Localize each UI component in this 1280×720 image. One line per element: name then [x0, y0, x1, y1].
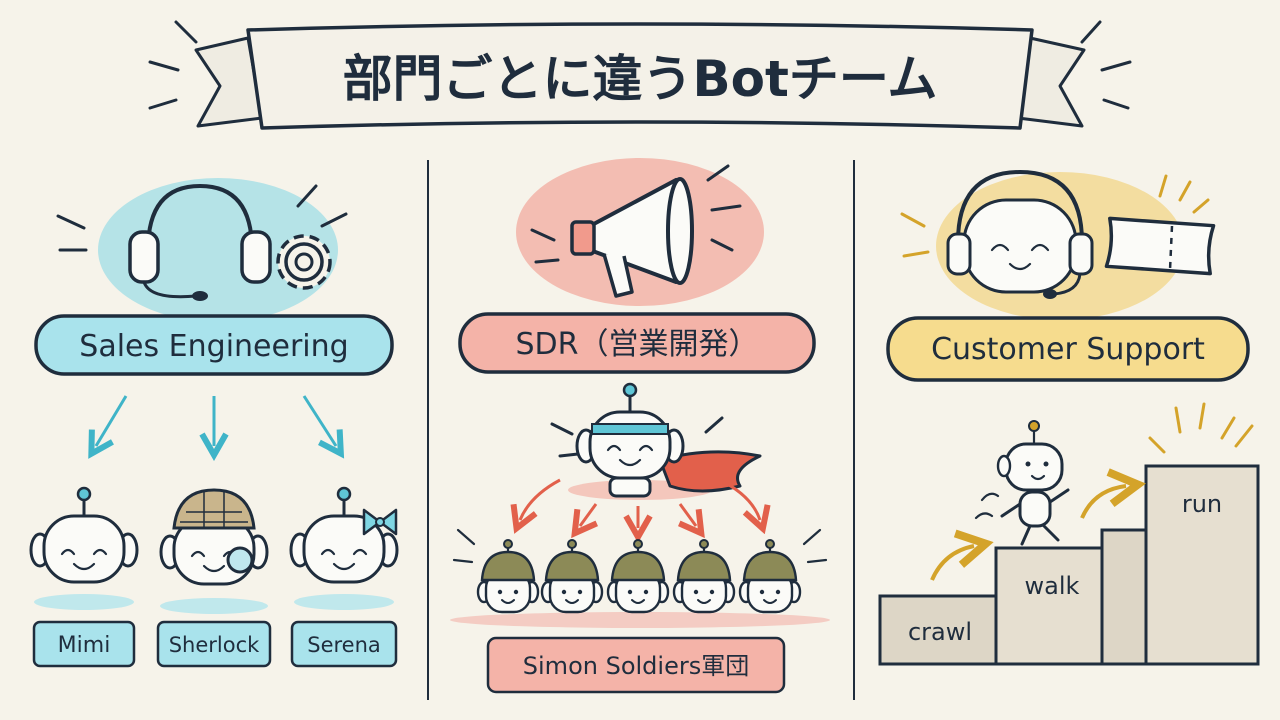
soldier-squad [476, 538, 802, 614]
department-pill [886, 316, 1250, 382]
department-label: SDR（営業開発） [516, 327, 759, 362]
sparkle-icon [900, 174, 1210, 258]
gear-icon [276, 234, 332, 290]
name-tag [32, 620, 136, 668]
support-bot-headset-icon [946, 170, 1094, 299]
sparkle-icon [452, 528, 828, 564]
soldier-bot [672, 538, 736, 614]
bot-name-serena: Serena [307, 633, 381, 657]
sparkle-icon [550, 416, 724, 458]
sparkle-icon [56, 184, 348, 252]
bot-name-mimi: Mimi [58, 633, 111, 658]
soldier-bot [540, 538, 604, 614]
column-customer-support: Customer Support crawl walk run [878, 170, 1260, 666]
bot-sherlock [159, 488, 269, 586]
banner-sparkle-icon [148, 20, 1132, 110]
bow-icon [362, 508, 398, 536]
diagram-title: 部門ごとに違うBotチーム [343, 50, 938, 108]
team-tag [486, 636, 786, 694]
sparkle-icon [530, 164, 742, 264]
bot-mimi [29, 486, 139, 584]
step-label-run: run [1182, 490, 1222, 518]
step-label-walk: walk [1025, 572, 1080, 600]
department-pill [34, 314, 394, 376]
column-sdr: SDR（営業開発） [450, 158, 830, 694]
step-label-crawl: crawl [908, 618, 972, 646]
soldier-bot [476, 538, 540, 614]
department-label: Customer Support [931, 332, 1205, 367]
bot-serena [289, 486, 399, 584]
step-crawl [878, 594, 1006, 666]
step-run [1144, 464, 1260, 666]
walking-robot [974, 420, 1070, 546]
caped-leader-bot [575, 382, 762, 498]
soldier-bot [738, 538, 802, 614]
name-tag [290, 620, 398, 668]
command-arrows [520, 478, 760, 528]
department-label: Sales Engineering [79, 329, 348, 364]
team-label: Simon Soldiers軍団 [523, 652, 749, 680]
ticket-icon [1104, 216, 1216, 276]
step-walk [994, 546, 1114, 666]
department-pill [458, 312, 816, 374]
name-tag [156, 620, 272, 668]
headset-icon [128, 184, 272, 301]
megaphone-icon [570, 177, 694, 298]
sparkle-icon [1148, 402, 1254, 454]
cyan-blob [98, 178, 338, 322]
bot-name-sherlock: Sherlock [169, 633, 260, 657]
soldier-bot [606, 538, 670, 614]
progress-arrows [930, 486, 1126, 581]
column-sales-engineering: Sales Engineering [29, 178, 399, 668]
branch-arrows [96, 395, 336, 446]
title-banner: 部門ごとに違うBotチーム [148, 20, 1132, 130]
maturity-steps [878, 464, 1260, 666]
